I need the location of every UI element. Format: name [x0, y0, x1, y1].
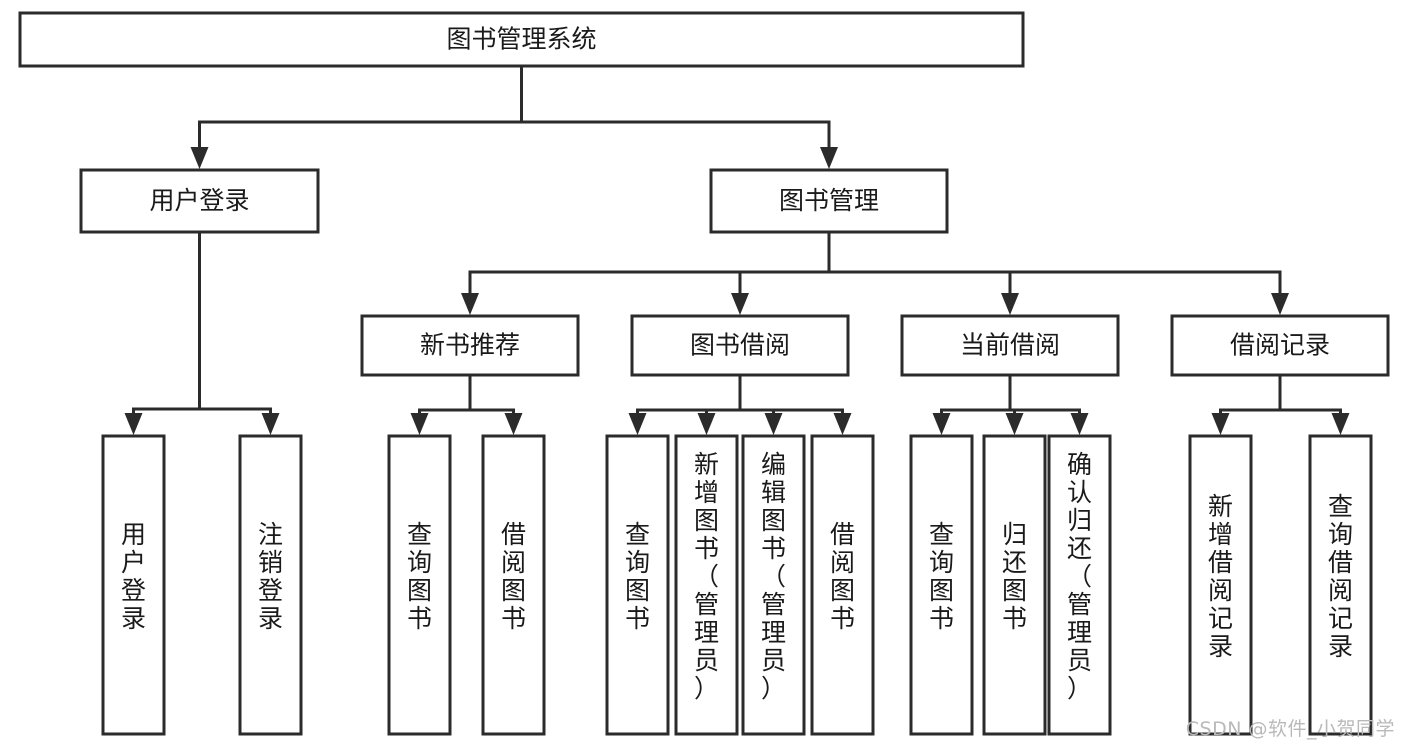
node-label: 查询图书	[407, 520, 432, 633]
arrow-head-icon	[697, 413, 716, 435]
arrow-head-icon	[628, 413, 647, 435]
arrow-head-icon	[764, 413, 783, 435]
node-root[interactable]: 图书管理系统	[18, 11, 1025, 68]
arrow-head-icon	[1271, 293, 1289, 315]
node-box[interactable]	[1188, 434, 1253, 736]
node-box[interactable]	[238, 434, 303, 736]
node-label: 用户登录	[149, 186, 249, 215]
node-user-login[interactable]: 用户登录	[79, 168, 320, 234]
node-box[interactable]	[1170, 314, 1390, 377]
arrow-head-icon	[504, 413, 523, 435]
node-box[interactable]	[630, 314, 850, 377]
node-box[interactable]	[481, 434, 546, 736]
node-label: 借阅图书	[501, 520, 526, 633]
node-box[interactable]	[741, 434, 806, 736]
node-leaf-query-borrow-record[interactable]: 查询借阅记录	[1308, 434, 1373, 736]
node-label: 当前借阅	[960, 331, 1060, 360]
connector-group-current-borrow	[932, 373, 1089, 435]
node-leaf-query-book-recommend[interactable]: 查询图书	[387, 434, 452, 736]
node-new-book-recommend[interactable]: 新书推荐	[360, 314, 580, 377]
node-label: 借阅记录	[1230, 331, 1330, 360]
node-box[interactable]	[79, 168, 320, 234]
node-leaf-add-book[interactable]: 新增图书（管理员）	[674, 434, 739, 736]
node-leaf-edit-book[interactable]: 编辑图书（管理员）	[741, 434, 806, 736]
connector-group-book-borrow	[628, 373, 852, 435]
node-box[interactable]	[674, 434, 739, 736]
arrow-head-icon	[1001, 293, 1019, 315]
arrow-head-icon	[461, 293, 479, 315]
arrow-head-icon	[1211, 413, 1230, 435]
node-box[interactable]	[909, 434, 974, 736]
arrow-head-icon	[410, 413, 429, 435]
node-current-borrow[interactable]: 当前借阅	[900, 314, 1120, 377]
node-box[interactable]	[18, 11, 1025, 68]
node-box[interactable]	[360, 314, 580, 377]
node-box[interactable]	[1047, 434, 1112, 736]
node-label: 新增借阅记录	[1208, 492, 1233, 661]
arrow-head-icon	[261, 413, 280, 435]
node-leaf-borrow-book[interactable]: 借阅图书	[810, 434, 875, 736]
node-box[interactable]	[709, 168, 949, 234]
node-label: 借阅图书	[830, 520, 855, 633]
arrow-head-icon	[1070, 413, 1089, 435]
node-label: 查询图书	[929, 520, 954, 633]
arrow-head-icon	[820, 147, 838, 169]
node-box[interactable]	[810, 434, 875, 736]
connector-layer	[124, 64, 1350, 435]
arrow-head-icon	[1005, 413, 1024, 435]
node-label: 新书推荐	[420, 331, 520, 360]
node-box[interactable]	[900, 314, 1120, 377]
watermark-label: CSDN @软件_小贺同学	[1185, 718, 1395, 740]
arrow-head-icon	[190, 147, 209, 169]
node-leaf-add-borrow-record[interactable]: 新增借阅记录	[1188, 434, 1253, 736]
node-leaf-user-login[interactable]: 用户登录	[101, 434, 166, 736]
node-box[interactable]	[982, 434, 1047, 736]
connector-group-user-login	[124, 230, 280, 435]
node-leaf-user-logout[interactable]: 注销登录	[238, 434, 303, 736]
node-label: 查询图书	[625, 520, 650, 633]
node-label: 图书借阅	[690, 331, 790, 360]
node-book-management[interactable]: 图书管理	[709, 168, 949, 234]
node-box[interactable]	[605, 434, 670, 736]
arrow-head-icon	[731, 293, 749, 315]
node-label: 编辑图书（管理员）	[761, 450, 786, 703]
node-label: 注销登录	[258, 520, 283, 633]
node-leaf-confirm-return[interactable]: 确认归还（管理员）	[1047, 434, 1112, 736]
node-label: 查询借阅记录	[1328, 492, 1353, 661]
node-label: 用户登录	[121, 520, 146, 633]
node-label: 归还图书	[1002, 520, 1027, 633]
node-leaf-borrow-book-recommend[interactable]: 借阅图书	[481, 434, 546, 736]
node-book-borrow[interactable]: 图书借阅	[630, 314, 850, 377]
connector-group-book-management	[461, 230, 1289, 315]
arrow-head-icon	[1331, 413, 1350, 435]
node-label: 新增图书（管理员）	[694, 450, 719, 703]
connector-group-root	[190, 64, 838, 169]
node-box[interactable]	[101, 434, 166, 736]
node-borrow-record[interactable]: 借阅记录	[1170, 314, 1390, 377]
arrow-head-icon	[124, 413, 143, 435]
arrow-head-icon	[833, 413, 852, 435]
connector-group-new-book-recommend	[410, 373, 523, 435]
node-layer: 图书管理系统用户登录图书管理新书推荐图书借阅当前借阅借阅记录用户登录注销登录查询…	[18, 11, 1390, 736]
node-leaf-query-book[interactable]: 查询图书	[605, 434, 670, 736]
arrow-head-icon	[932, 413, 951, 435]
node-box[interactable]	[387, 434, 452, 736]
node-label: 确认归还（管理员）	[1067, 450, 1092, 703]
node-leaf-query-book-current[interactable]: 查询图书	[909, 434, 974, 736]
node-label: 图书管理	[779, 186, 879, 215]
node-box[interactable]	[1308, 434, 1373, 736]
node-leaf-return-book[interactable]: 归还图书	[982, 434, 1047, 736]
node-label: 图书管理系统	[446, 25, 596, 54]
connector-group-borrow-record	[1211, 373, 1350, 435]
